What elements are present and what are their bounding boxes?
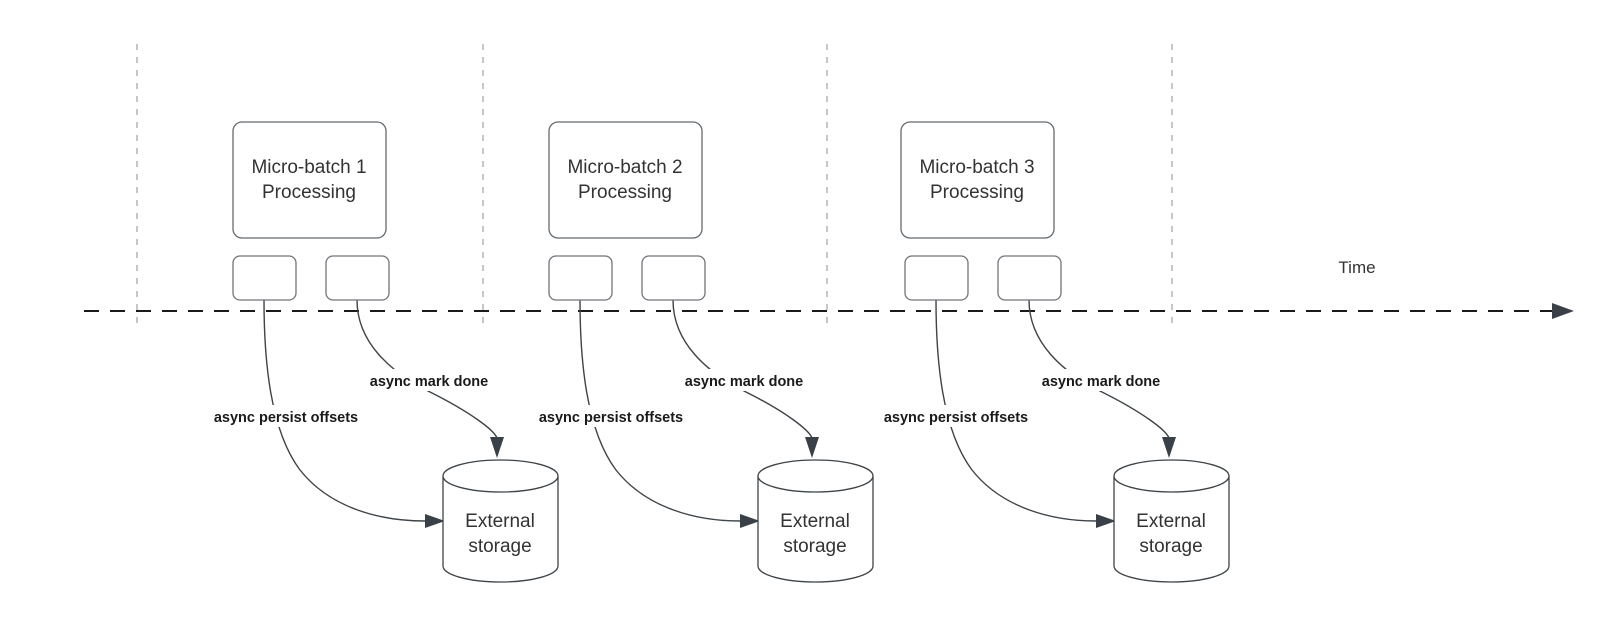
edge-path-persist-2 [579, 299, 741, 522]
storage-label-line1-1: External [465, 511, 535, 532]
edge-arrowhead-icon-persist-1 [425, 514, 445, 528]
processing-box-rect-3[interactable] [900, 121, 1055, 239]
task-box-3a[interactable] [904, 255, 969, 301]
edge-arrowhead-icon-markdone-2 [805, 437, 819, 458]
edge-async-persist-offsets-1: async persist offsets [193, 299, 445, 528]
task-box-1a[interactable] [232, 255, 297, 301]
edge-path-markdone-2 [672, 299, 813, 439]
edge-label-async-persist-offsets-3: async persist offsets [884, 410, 1028, 426]
edge-arrowhead-icon-markdone-1 [490, 437, 504, 458]
edge-path-persist-3 [935, 299, 1097, 522]
task-box-1b[interactable] [325, 255, 390, 301]
timeline-axis: Time [84, 258, 1574, 319]
processing-box-label-line1-3: Micro-batch 3 [919, 157, 1034, 178]
edge-async-mark-done-2: async mark done [672, 299, 819, 458]
edge-label-async-mark-done-1: async mark done [370, 374, 488, 390]
storage-label-line1-3: External [1136, 511, 1206, 532]
micro-batch-processing-box-2[interactable]: Micro-batch 2 Processing [548, 121, 703, 239]
edge-label-async-persist-offsets-2: async persist offsets [539, 410, 683, 426]
storage-cylinder-top-1[interactable] [442, 459, 559, 493]
edge-async-persist-offsets-2: async persist offsets [518, 299, 760, 528]
micro-batch-processing-box-3[interactable]: Micro-batch 3 Processing [900, 121, 1055, 239]
task-box-2a[interactable] [548, 255, 613, 301]
storage-cylinder-body-2[interactable] [757, 476, 874, 583]
micro-batch-group-1: async persist offsets async mark done Mi… [193, 121, 559, 583]
micro-batch-processing-box-1[interactable]: Micro-batch 1 Processing [232, 121, 387, 239]
storage-cylinder-top-3[interactable] [1113, 459, 1230, 493]
edge-path-markdone-1 [356, 299, 498, 439]
storage-cylinder-top-2[interactable] [757, 459, 874, 493]
processing-box-label-line1-1: Micro-batch 1 [251, 157, 366, 178]
edge-async-mark-done-1: async mark done [356, 299, 504, 458]
batch-boundary-guides [136, 44, 1173, 330]
processing-box-label-line2-3: Processing [930, 182, 1024, 203]
storage-label-line2-2: storage [783, 536, 846, 557]
edge-path-markdone-3 [1028, 299, 1170, 439]
storage-cylinder-body-1[interactable] [442, 476, 559, 583]
storage-label-line1-2: External [780, 511, 850, 532]
edge-label-bg-markdone-2 [672, 369, 816, 391]
edge-label-async-persist-offsets-1: async persist offsets [214, 410, 358, 426]
storage-label-line2-3: storage [1139, 536, 1202, 557]
edge-label-bg-persist-2 [518, 405, 704, 427]
task-box-2b[interactable] [641, 255, 706, 301]
external-storage-cylinder-1[interactable]: External storage [442, 459, 559, 583]
edge-async-persist-offsets-3: async persist offsets [863, 299, 1116, 528]
edge-arrowhead-icon-persist-3 [1096, 514, 1116, 528]
edge-label-async-mark-done-3: async mark done [1042, 374, 1160, 390]
edge-arrowhead-icon-persist-2 [740, 514, 760, 528]
processing-box-rect-2[interactable] [548, 121, 703, 239]
edge-label-bg-persist-3 [863, 405, 1049, 427]
edge-label-bg-persist-1 [193, 405, 379, 427]
edge-async-mark-done-3: async mark done [1028, 299, 1176, 458]
timeline-arrowhead-icon [1552, 303, 1574, 319]
processing-box-label-line2-2: Processing [578, 182, 672, 203]
edge-arrowhead-icon-markdone-3 [1162, 437, 1176, 458]
edge-label-bg-markdone-3 [1029, 369, 1173, 391]
processing-box-rect-1[interactable] [232, 121, 387, 239]
micro-batch-group-3: async persist offsets async mark done Mi… [863, 121, 1230, 583]
task-box-3b[interactable] [997, 255, 1062, 301]
processing-box-label-line1-2: Micro-batch 2 [567, 157, 682, 178]
time-axis-label: Time [1338, 258, 1375, 277]
edge-path-persist-1 [263, 299, 426, 522]
external-storage-cylinder-3[interactable]: External storage [1113, 459, 1230, 583]
edge-label-bg-markdone-1 [357, 369, 501, 391]
external-storage-cylinder-2[interactable]: External storage [757, 459, 874, 583]
storage-label-line2-1: storage [468, 536, 531, 557]
micro-batch-group-2: async persist offsets async mark done Mi… [518, 121, 874, 583]
processing-box-label-line2-1: Processing [262, 182, 356, 203]
edge-label-async-mark-done-2: async mark done [685, 374, 803, 390]
storage-cylinder-body-3[interactable] [1113, 476, 1230, 583]
